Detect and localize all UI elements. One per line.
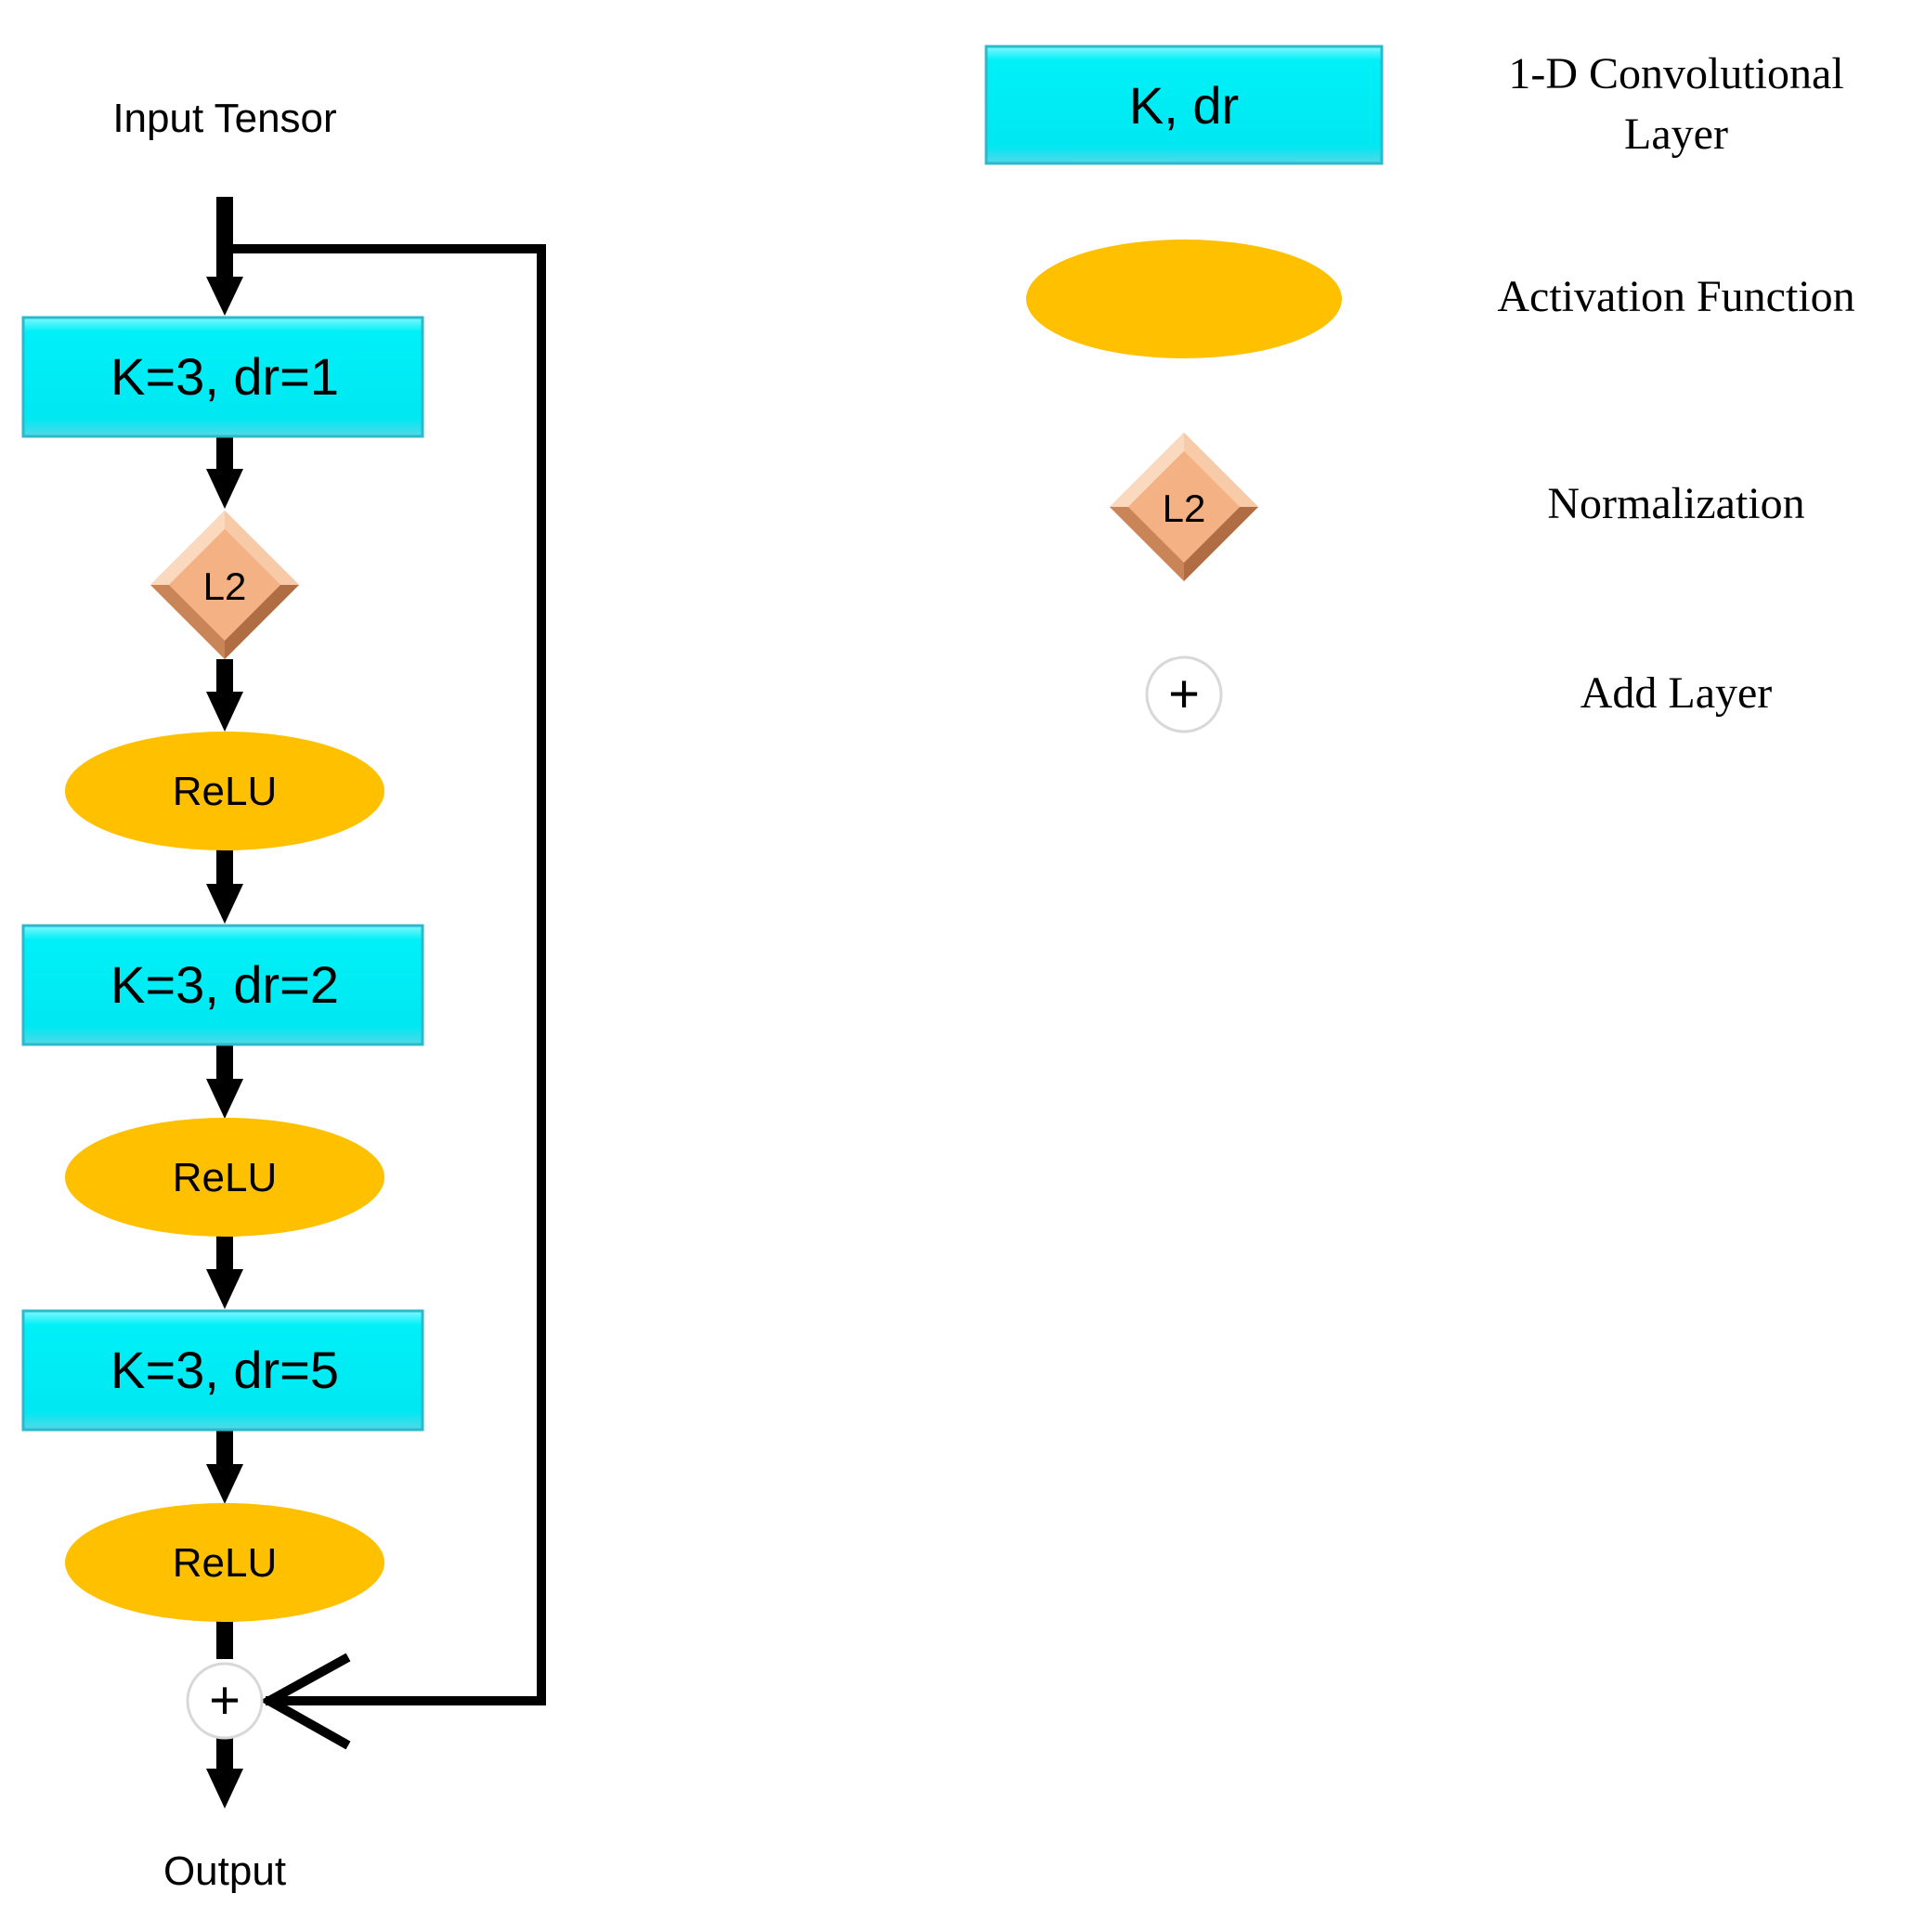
normalization-node-label: L2 (203, 564, 247, 608)
input-label: Input Tensor (112, 96, 336, 141)
conv-layer-1-label: K=3, dr=1 (111, 347, 339, 406)
legend-norm-symbol: L2 (1110, 433, 1258, 581)
legend-norm-symbol-label: L2 (1163, 486, 1206, 530)
conv-layer-2: K=3, dr=2 (21, 924, 424, 1046)
legend-add-symbol: + (1145, 655, 1223, 733)
legend-conv-label-line2: Layer (1624, 110, 1728, 159)
flow-arrows (206, 197, 243, 1809)
legend: K, dr 1-D Convolutional Layer Activation… (984, 45, 1855, 733)
activation-node-2-label: ReLU (173, 1155, 278, 1200)
activation-node-3-label: ReLU (173, 1540, 278, 1586)
activation-node-1: ReLU (65, 732, 384, 850)
legend-activation-label: Activation Function (1497, 272, 1854, 321)
legend-add-label: Add Layer (1580, 668, 1773, 718)
add-node-symbol: + (209, 1670, 241, 1731)
legend-conv-label-line1: 1-D Convolutional (1508, 49, 1843, 98)
conv-layer-1: K=3, dr=1 (21, 316, 424, 438)
activation-node-2: ReLU (65, 1118, 384, 1237)
conv-layer-3-label: K=3, dr=5 (111, 1341, 339, 1399)
normalization-node: L2 (150, 511, 299, 659)
conv-layer-3: K=3, dr=5 (21, 1309, 424, 1432)
legend-norm-label: Normalization (1547, 479, 1804, 528)
legend-conv-symbol: K, dr (984, 45, 1384, 165)
add-node: + (186, 1662, 264, 1740)
activation-node-1-label: ReLU (173, 769, 278, 814)
activation-node-3: ReLU (65, 1503, 384, 1622)
skip-connection (225, 244, 546, 1750)
legend-activation-symbol (1026, 240, 1342, 358)
output-label: Output (163, 1848, 286, 1894)
conv-layer-2-label: K=3, dr=2 (111, 955, 339, 1014)
legend-add-symbol-label: + (1168, 664, 1200, 724)
legend-conv-symbol-label: K, dr (1129, 76, 1239, 135)
